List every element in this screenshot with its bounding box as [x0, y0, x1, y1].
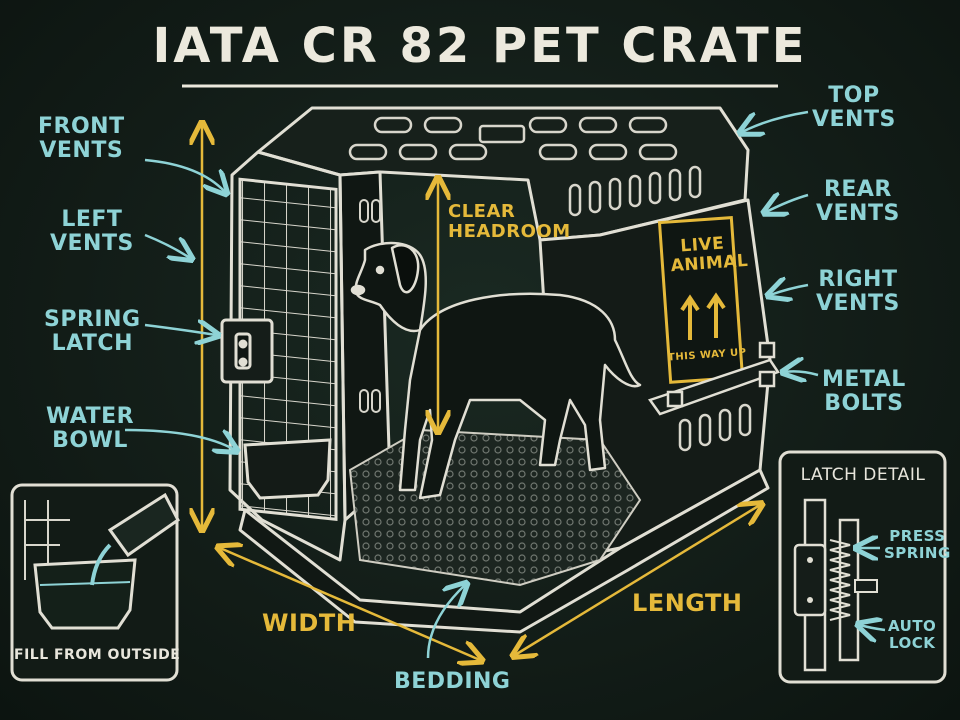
leader-arrows [124, 110, 819, 659]
sticker-live-animal: LIVE ANIMAL [670, 233, 749, 276]
latch-detail-inset [778, 450, 947, 684]
top-vents [348, 116, 678, 161]
label-left-vents: LEFT VENTS [50, 207, 134, 257]
caption-fill-from-outside: FILL FROM OUTSIDE [14, 647, 181, 663]
label-front-vents: FRONT VENTS [38, 114, 125, 164]
label-metal-bolts: METAL BOLTS [822, 367, 906, 417]
label-bedding: BEDDING [394, 669, 511, 694]
water-bowl [243, 438, 332, 500]
metal-bolts [647, 341, 780, 416]
door-frame [228, 150, 347, 562]
right-vents [568, 165, 752, 452]
label-auto-lock: AUTO LOCK [888, 617, 937, 652]
label-press-spring: PRESS SPRING [884, 527, 951, 562]
dog [350, 241, 642, 500]
label-spring-latch: SPRING LATCH [44, 307, 141, 357]
latch-detail-title: LATCH DETAIL [800, 465, 926, 485]
label-width: WIDTH [262, 609, 357, 637]
width-arrow [220, 548, 480, 660]
label-right-vents: RIGHT VENTS [816, 267, 900, 317]
label-clear-headroom: CLEAR HEADROOM [448, 201, 571, 242]
live-animal-sticker [657, 216, 745, 384]
left-vents [359, 199, 381, 413]
spring-latch [220, 318, 274, 384]
label-top-vents: TOP VENTS [812, 83, 896, 133]
length-arrow [515, 505, 760, 655]
label-length: LENGTH [632, 589, 743, 617]
water-bowl-inset [10, 483, 180, 682]
crate [228, 106, 772, 634]
label-rear-vents: REAR VENTS [816, 177, 900, 227]
label-water-bowl: WATER BOWL [46, 404, 135, 454]
page-title: IATA CR 82 PET CRATE [152, 18, 808, 74]
